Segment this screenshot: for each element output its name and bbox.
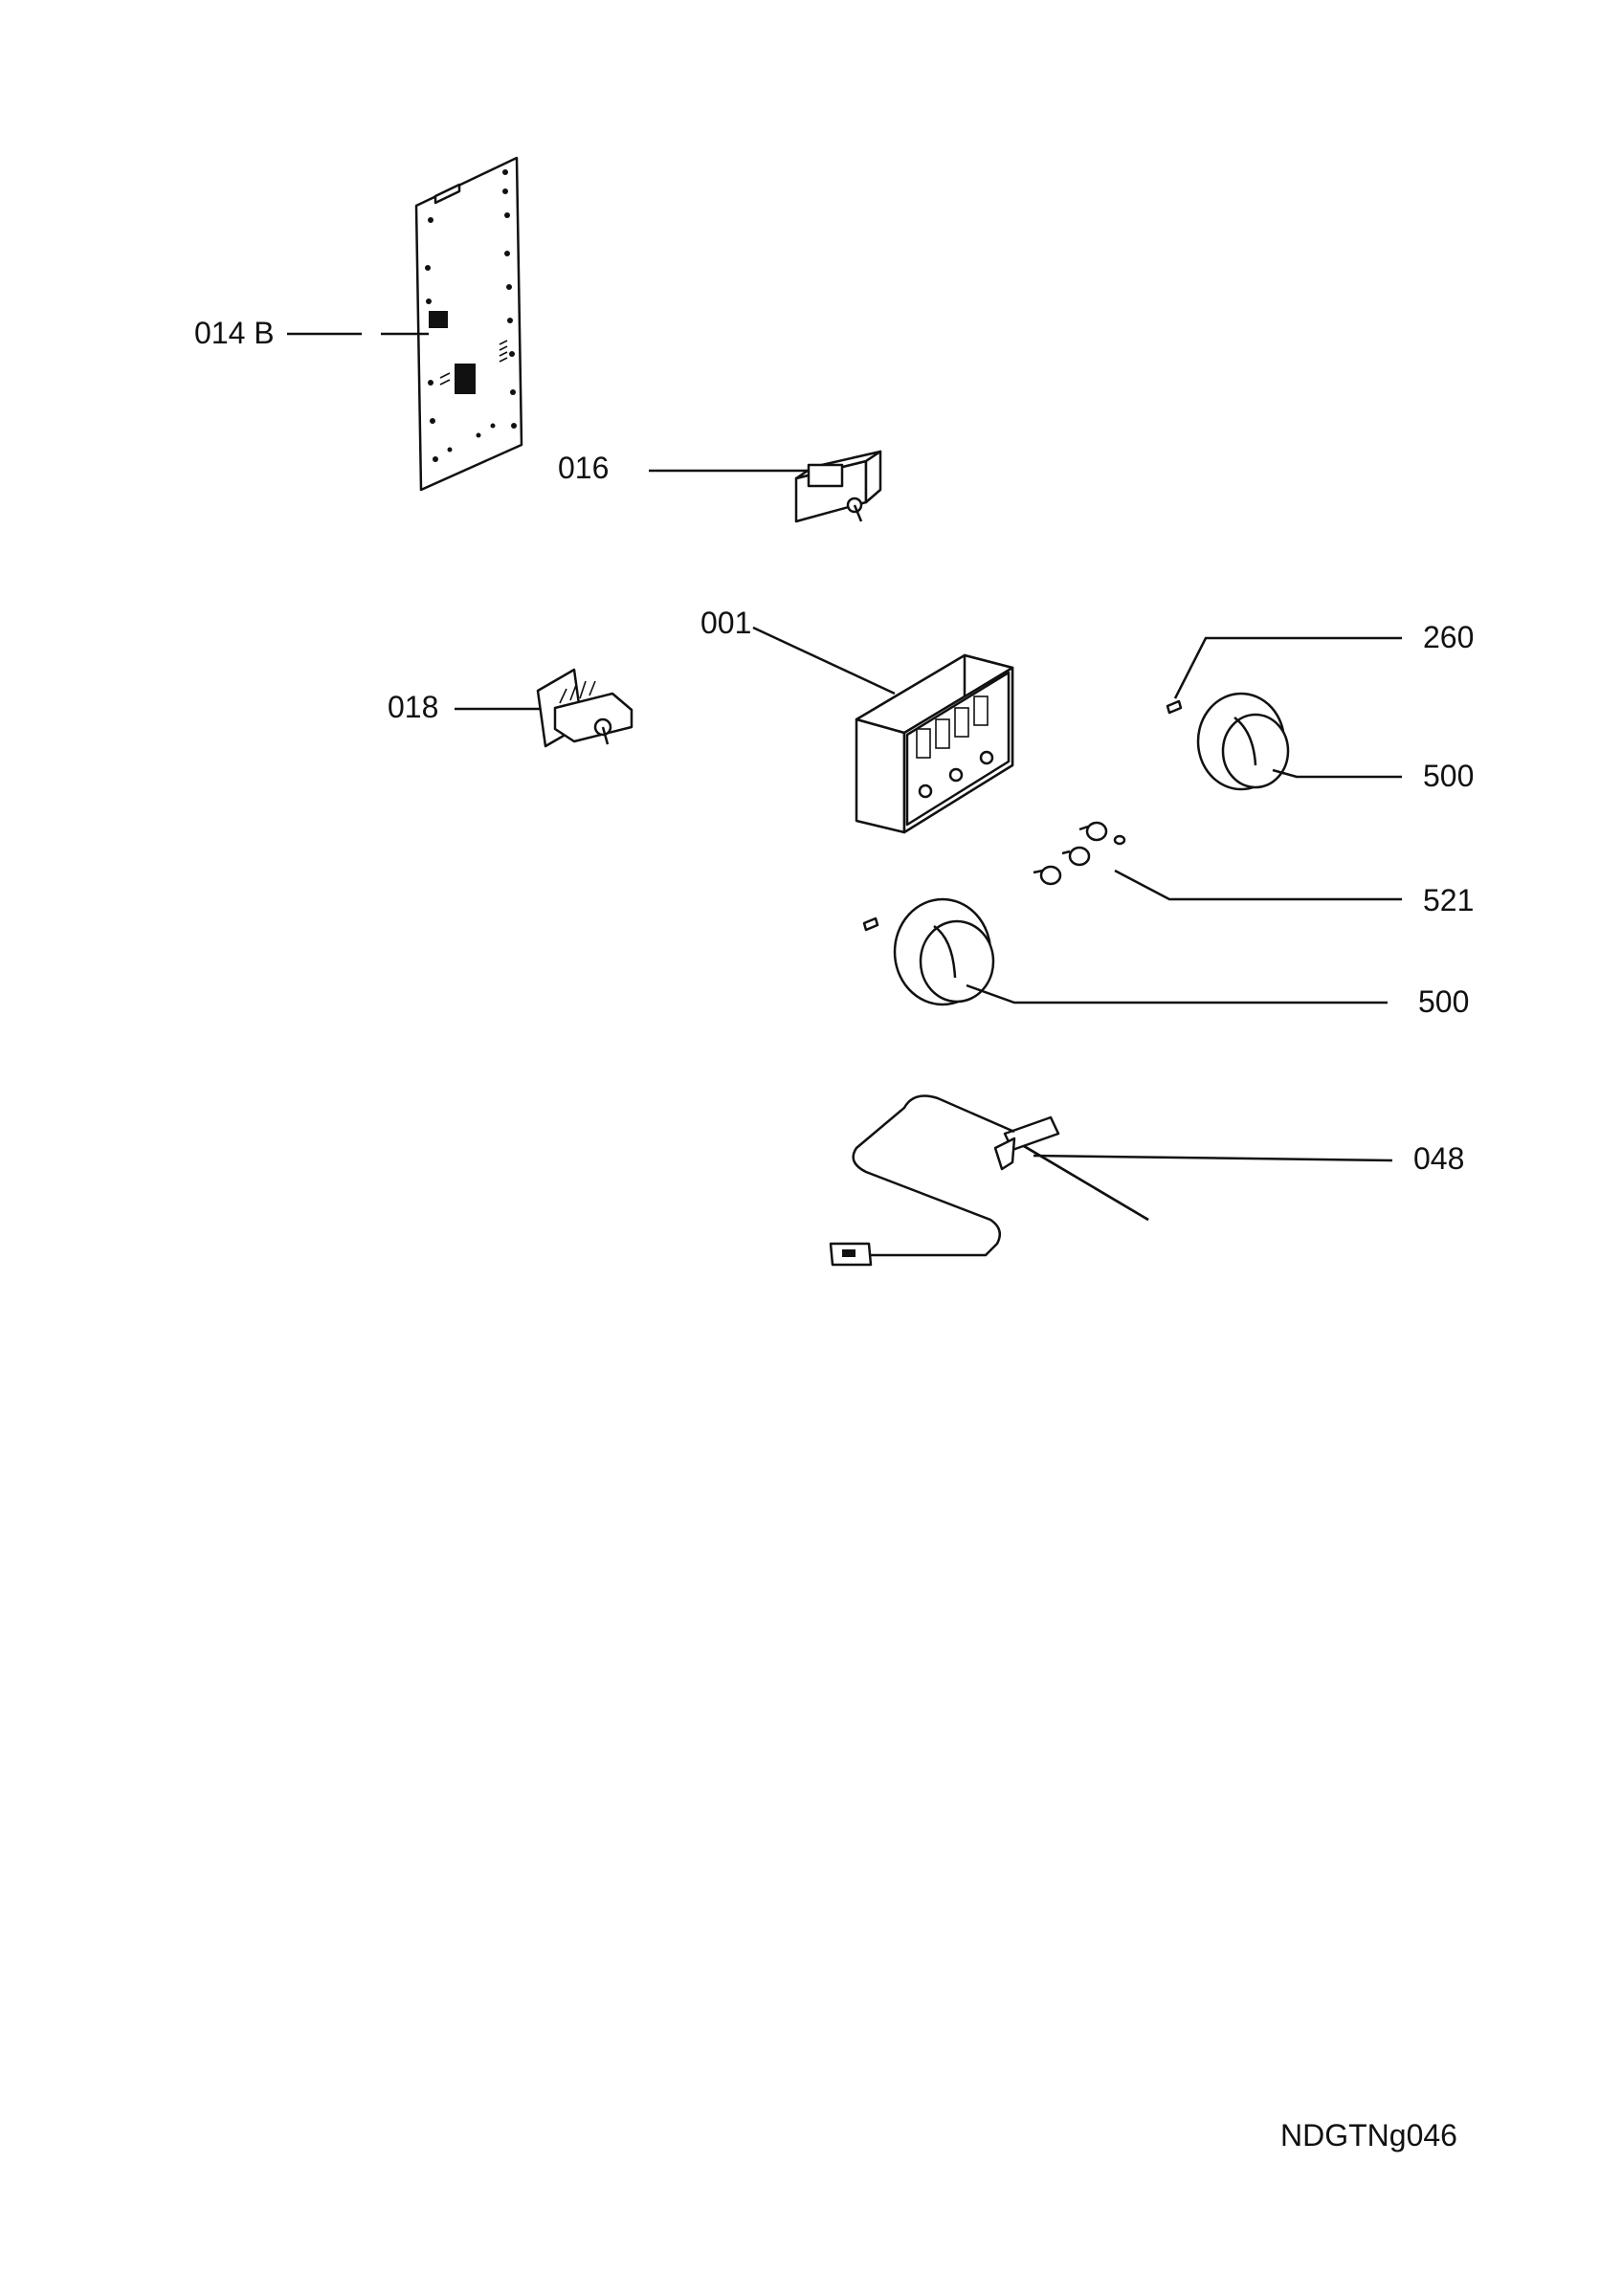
leader-line-521: [1114, 869, 1402, 901]
leader-line-500-upper: [1272, 768, 1402, 779]
knob-500-upper-part: [1196, 692, 1290, 791]
leader-line-048: [1033, 1154, 1393, 1162]
clip-260-part: [1166, 699, 1183, 715]
part-label-048: 048: [1413, 1141, 1464, 1176]
part-label-001: 001: [700, 606, 751, 640]
temperature-probe-part: [829, 1094, 1149, 1267]
knob-500-lower-part: [893, 897, 995, 1006]
part-label-016: 016: [558, 451, 609, 485]
leader-line-500-lower: [966, 983, 1388, 1004]
switch-016-part: [794, 450, 882, 523]
part-label-500-lower: 500: [1418, 984, 1469, 1019]
part-label-260: 260: [1423, 620, 1474, 654]
leader-line-260: [1173, 636, 1402, 699]
clip-bottom-part: [862, 916, 879, 932]
part-label-521: 521: [1423, 883, 1474, 917]
switch-018-part: [536, 668, 633, 748]
part-label-018: 018: [388, 690, 438, 724]
pushbuttons-521-part: [1033, 821, 1126, 886]
part-label-014: 014 B: [194, 316, 275, 350]
part-label-500-upper: 500: [1423, 759, 1474, 793]
leader-line-001: [752, 626, 896, 695]
circuit-board-part: [414, 156, 523, 492]
timer-display-part: [855, 653, 1014, 834]
drawing-reference-code: NDGTNg046: [1280, 2118, 1457, 2152]
